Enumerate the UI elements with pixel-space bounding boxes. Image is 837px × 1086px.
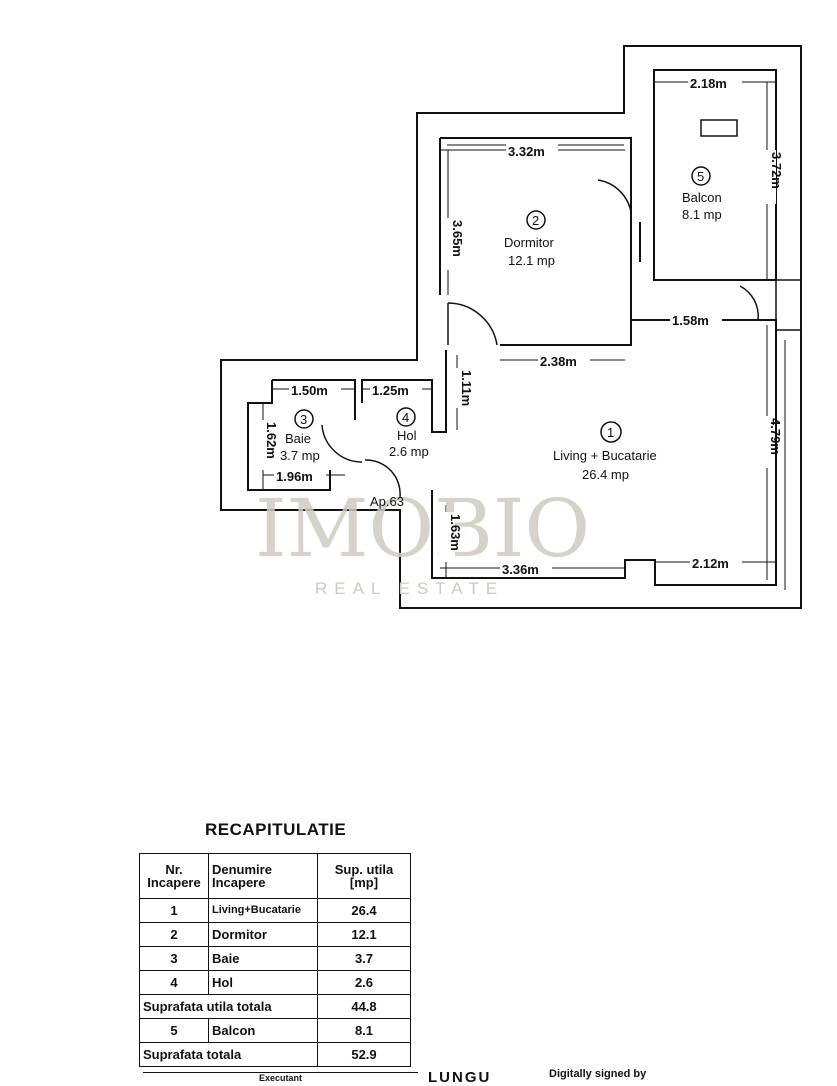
door-entry — [364, 459, 401, 498]
floor-plan: IMOBIO REAL ESTATE 5 2 3 4 1 Balcon 8.1 … — [220, 45, 802, 609]
table-row: 4 Hol 2.6 — [139, 970, 411, 995]
dim-balcon-width: 2.18m — [690, 76, 727, 91]
table-row: 1 Living+Bucatarie 26.4 — [139, 898, 411, 923]
room-5-name: Balcon — [682, 190, 722, 205]
row-nr: 2 — [139, 922, 209, 947]
total-value: 52.9 — [317, 1042, 411, 1067]
total-row: Suprafata totala 52.9 — [139, 1042, 411, 1067]
inner-wall — [431, 319, 777, 586]
stamp-text: LUNGU — [428, 1069, 492, 1086]
room-3-area: 3.7 mp — [280, 448, 320, 463]
row-nr: 3 — [139, 946, 209, 971]
row-name: Baie — [208, 946, 318, 971]
recap-table: Nr. Incapere Denumire Incapere Sup. util… — [139, 853, 411, 1067]
row-name: Dormitor — [208, 922, 318, 947]
dim-dormitor-width: 3.32m — [508, 144, 545, 159]
header-denumire: Denumire Incapere — [208, 853, 318, 899]
row-nr: 4 — [139, 970, 209, 995]
total-label: Suprafata totala — [139, 1042, 318, 1067]
row-name: Balcon — [208, 1018, 318, 1043]
room-4-area: 2.6 mp — [389, 444, 429, 459]
recap-header-row: Nr. Incapere Denumire Incapere Sup. util… — [139, 853, 411, 899]
room-1-number: 1 — [607, 425, 614, 440]
apartment-label: Ap.63 — [370, 494, 404, 509]
dim-dormitor-height: 3.65m — [450, 220, 465, 257]
row-nr: 1 — [139, 898, 209, 923]
room-3-number: 3 — [300, 412, 307, 427]
dim-balcon-height: 3.72m — [769, 152, 784, 189]
table-row: 2 Dormitor 12.1 — [139, 922, 411, 947]
row-name: Hol — [208, 970, 318, 995]
door-dormitor — [447, 302, 498, 346]
subtotal-label: Suprafata utila totala — [139, 994, 318, 1019]
row-value: 3.7 — [317, 946, 411, 971]
room-2-area: 12.1 mp — [508, 253, 555, 268]
dim-living-bottom-right: 2.12m — [692, 556, 729, 571]
room-4-number: 4 — [402, 410, 409, 425]
row-value: 2.6 — [317, 970, 411, 995]
room-2-name: Dormitor — [504, 235, 555, 250]
subtotal-value: 44.8 — [317, 994, 411, 1019]
row-value: 12.1 — [317, 922, 411, 947]
table-row: 3 Baie 3.7 — [139, 946, 411, 971]
room-5-area: 8.1 mp — [682, 207, 722, 222]
header-nr: Nr. Incapere — [139, 853, 209, 899]
watermark-logo: IMOBIO — [255, 482, 590, 575]
room-1-name: Living + Bucatarie — [553, 448, 657, 463]
dim-baie-bottom: 1.96m — [276, 469, 313, 484]
dim-dormitor-bottom: 2.38m — [540, 354, 577, 369]
room-5-number: 5 — [697, 169, 704, 184]
door-baie — [321, 424, 363, 463]
row-value: 26.4 — [317, 898, 411, 923]
room-2-number: 2 — [532, 213, 539, 228]
dim-baie-top: 1.50m — [291, 383, 328, 398]
door-balcon — [597, 179, 632, 213]
table-row: 5 Balcon 8.1 — [139, 1018, 411, 1043]
row-nr: 5 — [139, 1018, 209, 1043]
dim-living-left-height: 1.63m — [448, 514, 463, 551]
digital-signature-text: Digitally signed by — [549, 1068, 647, 1080]
watermark-subtitle: REAL ESTATE — [315, 579, 504, 598]
recap-title: RECAPITULATIE — [205, 820, 347, 839]
dim-baie-height: 1.62m — [264, 422, 279, 459]
dim-living-bottom: 3.36m — [502, 562, 539, 577]
balcon-wall — [653, 69, 777, 281]
dim-living-top: 1.58m — [672, 313, 709, 328]
row-name: Living+Bucatarie — [208, 898, 318, 923]
outer-wall — [220, 45, 802, 609]
executant-row: Executant — [143, 1072, 418, 1083]
dim-hol-top: 1.25m — [372, 383, 409, 398]
row-value: 8.1 — [317, 1018, 411, 1043]
room-4-name: Hol — [397, 428, 417, 443]
dim-hol-height: 1.11m — [459, 370, 474, 406]
header-suprafata: Sup. utila [mp] — [317, 853, 411, 899]
baie-wall — [247, 379, 356, 491]
subtotal-row: Suprafata utila totala 44.8 — [139, 994, 411, 1019]
room-1-area: 26.4 mp — [582, 467, 629, 482]
room-3-name: Baie — [285, 431, 311, 446]
dim-living-height: 4.79m — [768, 418, 783, 455]
